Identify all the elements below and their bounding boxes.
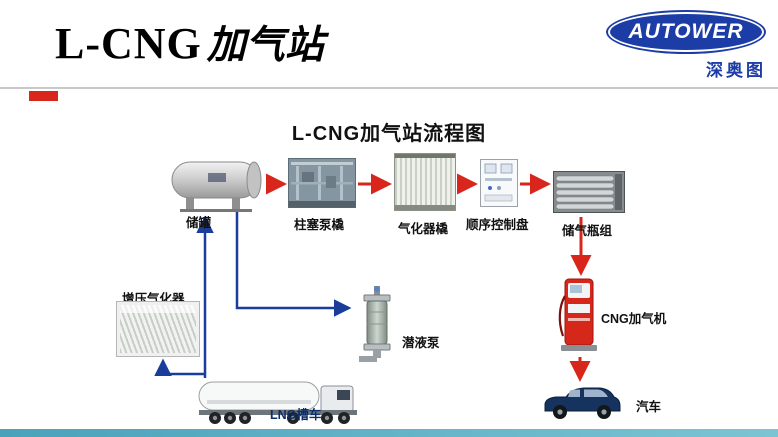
car-image	[540, 384, 624, 422]
footer-accent-bar	[0, 429, 778, 437]
car-label: 汽车	[636, 400, 662, 414]
control-panel-label: 顺序控制盘	[466, 218, 529, 232]
lng-truck-label: LNG槽车	[270, 408, 322, 422]
header-divider-line	[0, 87, 778, 89]
cng-dispenser-label: CNG加气机	[601, 312, 667, 326]
diagram-title: L-CNG加气站流程图	[291, 123, 487, 145]
vaporizer-skid-base	[395, 205, 455, 210]
submersible-pump-label: 潜液泵	[402, 336, 440, 350]
lng-truck-image	[197, 376, 363, 426]
storage-tank-label: 储罐	[186, 216, 212, 230]
plunger-pump-skid-label: 柱塞泵橇	[294, 218, 345, 232]
booster-vaporizer-top	[120, 305, 196, 313]
cng-dispenser-image	[556, 278, 602, 354]
autower-logo: AUTOWER 深奥图	[608, 12, 766, 81]
logo-brand-text: AUTOWER	[628, 20, 744, 43]
cylinder-group-label: 储气瓶组	[562, 224, 613, 238]
control-panel-image	[480, 159, 518, 207]
header-accent-bar	[29, 91, 58, 101]
logo-company-name: 深奥图	[706, 61, 766, 80]
page-title-cn: 加气站	[206, 24, 324, 67]
booster-vaporizer-image	[116, 301, 200, 357]
vaporizer-skid-label: 气化器橇	[398, 222, 449, 236]
submersible-pump-image	[357, 286, 397, 364]
vaporizer-skid-image	[394, 153, 456, 211]
cylinder-group-image	[553, 171, 625, 213]
page-title-latin: L-CNG	[55, 19, 202, 68]
autower-logo-oval: AUTOWER	[608, 12, 764, 52]
storage-tank-image	[168, 157, 264, 213]
plunger-pump-skid-image	[288, 158, 356, 208]
